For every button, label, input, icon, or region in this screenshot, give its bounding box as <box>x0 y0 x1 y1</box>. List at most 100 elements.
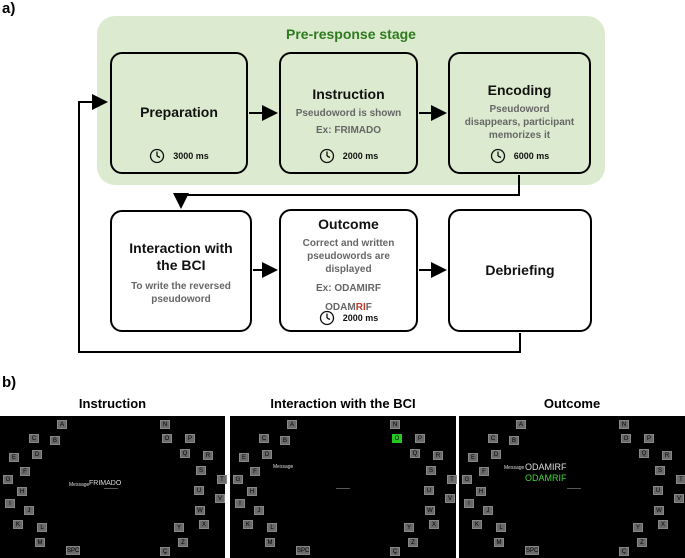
instruction-box: Instruction Pseudoword is shown Ex: FRIM… <box>279 52 418 174</box>
speller-key-t: T <box>217 475 227 484</box>
outcome-title: Outcome <box>318 216 379 232</box>
speller-key-d: D <box>32 450 42 459</box>
interaction-line-2: pseudoword <box>151 294 211 305</box>
encoding-time: 6000 ms <box>513 151 550 161</box>
speller-key-s: S <box>655 466 665 475</box>
speller-key-c-cedilla: Ç <box>390 547 400 556</box>
speller-key-n: N <box>390 420 400 429</box>
written-prefix: ODAM <box>325 302 356 313</box>
instruction-line-1: Pseudoword is shown <box>295 108 402 119</box>
speller-key-p: P <box>415 434 425 443</box>
instruction-timer: 2000 ms <box>281 148 416 164</box>
speller-key-c-cedilla: Ç <box>160 547 170 556</box>
speller-key-x: X <box>429 520 439 529</box>
clock-icon <box>490 148 505 164</box>
speller-key-l: L <box>37 523 47 532</box>
message-word: ODAMIRF <box>525 462 567 472</box>
speller-key-spc: SPC <box>296 546 310 555</box>
speller-key-a: A <box>57 420 67 429</box>
screen-3-title: Outcome <box>543 396 601 411</box>
outcome-line-2: pseudowords are <box>307 251 390 262</box>
speller-key-b: B <box>509 436 519 445</box>
preparation-box: Preparation 3000 ms <box>110 52 248 174</box>
preparation-time: 3000 ms <box>173 151 209 161</box>
speller-key-g: G <box>233 475 243 484</box>
speller-key-a: A <box>516 420 526 429</box>
speller-key-k: K <box>13 520 23 529</box>
speller-key-r: R <box>433 451 443 460</box>
speller-key-q: Q <box>410 449 420 458</box>
outcome-box: Outcome Correct and written pseudowords … <box>279 209 418 332</box>
speller-key-c-cedilla: Ç <box>619 547 629 556</box>
speller-key-y: Y <box>174 523 184 532</box>
message-label: Message <box>273 464 294 470</box>
message-label: Message <box>69 482 90 488</box>
panel-a-label: a) <box>2 0 16 17</box>
speller-key-d: D <box>491 450 501 459</box>
arrow-encoding-interaction <box>173 175 520 209</box>
speller-key-j: J <box>483 506 493 515</box>
interaction-title-2: the BCI <box>156 257 206 273</box>
outcome-line-3: displayed <box>325 264 372 275</box>
instruction-title: Instruction <box>312 86 385 102</box>
speller-key-q: Q <box>639 449 649 458</box>
speller-key-r: R <box>203 451 213 460</box>
encoding-box: Encoding Pseudoword disappears, particip… <box>448 52 591 174</box>
speller-key-v: V <box>674 494 684 503</box>
speller-key-p: P <box>644 434 654 443</box>
speller-key-z: Z <box>178 538 188 547</box>
interaction-box: Interaction with the BCI To write the re… <box>110 210 252 332</box>
speller-key-t: T <box>447 475 457 484</box>
speller-key-g: G <box>3 475 13 484</box>
speller-key-e: E <box>239 453 249 462</box>
speller-key-x: X <box>199 520 209 529</box>
panel-b-label: b) <box>2 374 17 391</box>
speller-key-e: E <box>468 453 478 462</box>
written-word: ODAMRIF <box>525 473 567 483</box>
speller-key-f: F <box>479 467 489 476</box>
cursor-line <box>336 488 350 489</box>
debriefing-title: Debriefing <box>485 262 555 278</box>
speller-key-m: M <box>265 538 275 547</box>
message-label: Message <box>504 465 525 471</box>
speller-key-j: J <box>254 506 264 515</box>
speller-key-v: V <box>445 494 455 503</box>
speller-key-w: W <box>654 506 664 515</box>
speller-key-r: R <box>662 451 672 460</box>
speller-key-h: H <box>476 487 486 496</box>
speller-key-q: Q <box>180 449 190 458</box>
outcome-timer: 2000 ms <box>281 310 416 326</box>
encoding-line-2: disappears, participant <box>464 117 575 128</box>
speller-key-n: N <box>619 420 629 429</box>
flow-arrows <box>78 94 521 353</box>
speller-key-i: I <box>235 499 245 508</box>
encoding-title: Encoding <box>487 82 552 98</box>
written-error: RI <box>355 302 366 313</box>
screen-1-title: Instruction <box>78 396 147 411</box>
speller-key-f: F <box>250 467 260 476</box>
speller-key-spc: SPC <box>525 546 539 555</box>
speller-key-v: V <box>215 494 225 503</box>
message-word: FRIMADO <box>89 480 122 487</box>
speller-key-y: Y <box>404 523 414 532</box>
speller-key-s: S <box>426 466 436 475</box>
cursor-line <box>567 488 581 489</box>
speller-key-m: M <box>35 538 45 547</box>
preparation-title: Preparation <box>140 104 218 120</box>
clock-icon <box>150 148 165 164</box>
speller-key-i: I <box>464 499 474 508</box>
speller-key-t: T <box>676 475 685 484</box>
preparation-timer: 3000 ms <box>112 148 246 164</box>
speller-key-b: B <box>280 436 290 445</box>
speller-key-h: H <box>17 487 27 496</box>
speller-key-c: C <box>488 434 498 443</box>
speller-key-w: W <box>425 506 435 515</box>
outcome-written-word: ODAMRIF <box>325 301 372 314</box>
arrow-debriefing-preparation <box>78 94 521 353</box>
speller-key-o: O <box>392 434 402 443</box>
interaction-line-1: To write the reversed <box>131 281 231 292</box>
stage-title: Pre-response stage <box>286 26 416 42</box>
speller-key-c: C <box>29 434 39 443</box>
